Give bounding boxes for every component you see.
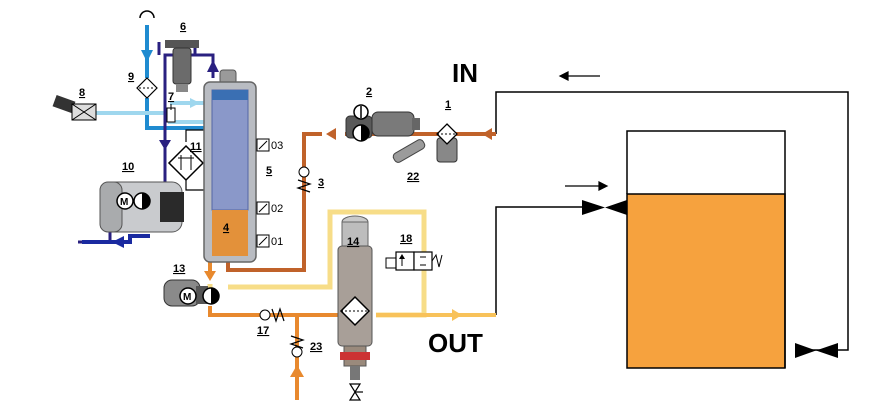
air-lines — [96, 101, 204, 124]
level-sensor-marks — [258, 140, 268, 246]
label-22: 22 — [407, 171, 419, 183]
label-18: 18 — [400, 233, 412, 245]
svg-text:M: M — [120, 197, 128, 208]
air-arrow — [190, 98, 200, 108]
svg-text:M: M — [183, 292, 191, 303]
label-2: 2 — [366, 86, 372, 98]
label-7: 7 — [168, 91, 174, 103]
sensor-03: 03 — [271, 140, 283, 152]
tank-outlet-valve-icon — [795, 343, 838, 358]
column-drain-arrow — [204, 271, 216, 281]
sensor-02: 02 — [271, 203, 283, 215]
exhaust-arrow — [112, 236, 124, 248]
vacuum-up-arrow — [207, 60, 219, 72]
column-heat-exchanger-11 — [167, 129, 205, 191]
vacuum-column — [203, 69, 257, 263]
check-valve-icon — [296, 166, 312, 193]
pressure-sensor-22 — [392, 139, 426, 163]
heat-exchanger-icon — [136, 77, 158, 99]
label-13: 13 — [173, 263, 185, 275]
tank-inlet-valve-icon — [582, 200, 627, 215]
label-1: 1 — [445, 99, 451, 111]
check-valve-17-icon — [259, 307, 285, 323]
check-valve-23-icon — [289, 335, 305, 358]
label-3: 3 — [318, 177, 324, 189]
vacuum-motor-icon: M — [116, 192, 151, 210]
filter-icon — [339, 295, 371, 327]
label-6: 6 — [180, 21, 186, 33]
solenoid-valve-icon — [385, 251, 443, 271]
vacuum-down-arrow — [159, 140, 171, 150]
pump-icon — [352, 124, 370, 142]
label-10: 10 — [122, 161, 134, 173]
air-inlet-valve-8 — [52, 94, 97, 121]
flow-arrows — [558, 71, 609, 191]
vacuum-exhaust-line — [82, 234, 150, 244]
water-down-arrow — [141, 50, 153, 62]
label-4: 4 — [223, 222, 230, 234]
in-label: IN — [452, 58, 478, 88]
storage-tank — [626, 130, 786, 369]
sensor-01: 01 — [271, 236, 283, 248]
pressure-regulator-7 — [166, 104, 176, 123]
level-sensors — [256, 138, 270, 248]
out-arrow — [452, 309, 462, 321]
discharge-motor-icon: M — [179, 287, 220, 305]
motor-icon — [353, 104, 369, 120]
label-8: 8 — [79, 87, 85, 99]
label-11: 11 — [190, 141, 202, 153]
oil-hot-lines — [208, 262, 340, 400]
water-supply-hook — [139, 10, 155, 19]
label-17: 17 — [257, 325, 269, 337]
out-label: OUT — [428, 328, 483, 358]
inlet-filter-1 — [436, 123, 458, 163]
label-9: 9 — [128, 71, 134, 83]
oil-inlet-arrows — [326, 128, 492, 140]
label-5: 5 — [266, 165, 272, 177]
label-23: 23 — [310, 341, 322, 353]
gate-valve-icon — [348, 383, 363, 401]
drain-inlet-arrow — [290, 365, 304, 377]
label-14: 14 — [347, 236, 360, 248]
vacuum-filter-6 — [165, 40, 199, 92]
